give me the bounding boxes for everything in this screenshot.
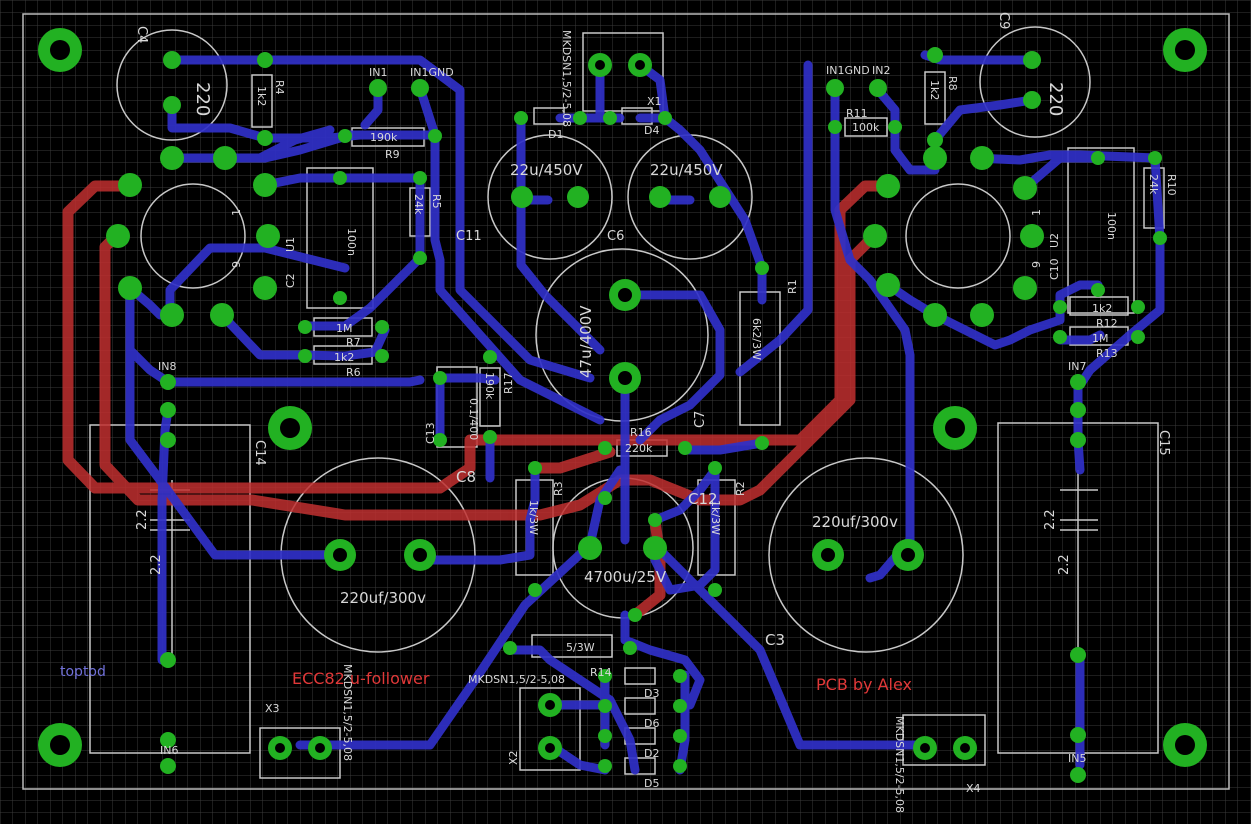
label-in8: IN8 — [158, 360, 176, 373]
label-r1-value: 6k2/3W — [750, 318, 763, 360]
label-c12: C12 — [688, 490, 718, 508]
label-r13: R13 — [1096, 347, 1118, 360]
label-c10-value: 100n — [1105, 212, 1118, 240]
label-in6: IN6 — [160, 744, 178, 757]
label-c9: C9 — [996, 12, 1011, 29]
label-c4-value: 220 — [192, 82, 213, 116]
label-r9: R9 — [385, 148, 400, 161]
label-c7-value: 47u/400V — [577, 305, 595, 378]
label-c2: C2 — [284, 273, 297, 288]
label-c3-value: 220uf/300v — [812, 513, 898, 531]
label-r13-value: 1M — [1092, 332, 1109, 345]
label-x1-part: MKDSN1,5/2-5,08 — [560, 30, 573, 127]
silkscreen-labels: C4 C9 220 220 IN1 IN1GND IN1GND IN2 1k2 … — [60, 12, 1178, 813]
label-r17-value: 190k — [483, 372, 496, 400]
label-r10: R10 — [1165, 174, 1178, 196]
label-in2: IN2 — [872, 64, 890, 77]
label-r9-value: 190k — [370, 131, 398, 144]
label-r16: R16 — [630, 426, 652, 439]
label-d1: D1 — [548, 128, 563, 141]
label-in7: IN7 — [1068, 360, 1086, 373]
label-in5: IN5 — [1068, 752, 1086, 765]
label-d6: D6 — [644, 717, 659, 730]
label-x3-part: MKDSN1,5/2-5,08 — [341, 664, 354, 761]
label-c15-value-2: 2.2 — [1057, 554, 1072, 575]
label-c2-value: 100n — [345, 228, 358, 256]
label-pin1-right: 1 — [1030, 209, 1043, 216]
label-c14-value-1: 2.2 — [135, 509, 150, 530]
label-x1: X1 — [647, 95, 662, 108]
label-in1: IN1 — [369, 66, 387, 79]
label-r8-value: 1k2 — [928, 80, 941, 100]
label-c14-value-2: 2.2 — [149, 554, 164, 575]
label-r4: R4 — [273, 80, 286, 95]
label-r5: R5 — [430, 194, 443, 209]
label-d2: D2 — [644, 747, 659, 760]
label-r7-value: 1M — [336, 322, 353, 335]
label-r2-value: 1k/3W — [709, 500, 722, 535]
label-c13: C13 — [424, 422, 437, 444]
label-r14-value: 5/3W — [566, 641, 595, 654]
label-r8: R8 — [946, 76, 959, 91]
label-c7: C7 — [693, 411, 708, 428]
label-r12: R12 — [1096, 317, 1118, 330]
label-d3: D3 — [644, 687, 659, 700]
label-r17: R17 — [502, 372, 515, 394]
label-r1: R1 — [786, 279, 799, 294]
label-c14: C14 — [252, 440, 267, 466]
board-credit: PCB by Alex — [816, 675, 912, 694]
label-r5-value: 24k — [412, 194, 425, 215]
label-c6: C6 — [607, 229, 624, 244]
label-x4-part: MKDSN1,5/2-5,08 — [893, 716, 906, 813]
label-c11-value: 22u/450V — [510, 161, 583, 179]
board-outline — [22, 13, 1230, 790]
label-r16-value: 220k — [625, 442, 653, 455]
label-r14: R14 — [590, 666, 612, 679]
board-title: ECC82 u-follower — [292, 669, 430, 688]
label-c15-value-1: 2.2 — [1043, 509, 1058, 530]
mounting-holes — [38, 28, 1207, 767]
label-c3: C3 — [765, 631, 785, 649]
component-pads — [106, 47, 1167, 783]
label-u2: U2 — [1048, 233, 1061, 248]
label-c4: C4 — [134, 26, 149, 43]
label-c12-value: 4700u/25V — [584, 568, 667, 586]
label-r6: R6 — [346, 366, 361, 379]
label-d5: D5 — [644, 777, 659, 790]
label-r11-value: 100k — [852, 121, 880, 134]
label-c11: C11 — [456, 229, 482, 244]
label-r3: R3 — [552, 481, 565, 496]
label-x2-part: MKDSN1,5/2-5,08 — [468, 673, 565, 686]
label-r12-value: 1k2 — [1092, 302, 1112, 315]
label-in1gnd-left: IN1GND — [410, 66, 454, 79]
label-c8: C8 — [456, 468, 476, 486]
label-r7: R7 — [346, 336, 361, 349]
label-r11: R11 — [846, 107, 868, 120]
label-pin9-right: 9 — [1030, 261, 1043, 268]
label-r2: R2 — [734, 481, 747, 496]
label-pin1-left: 1 — [230, 209, 243, 216]
label-x4: X4 — [966, 782, 981, 795]
label-c15: C15 — [1156, 430, 1171, 456]
label-x3: X3 — [265, 702, 280, 715]
label-d4: D4 — [644, 124, 659, 137]
toptod-label: toptod — [60, 664, 106, 680]
label-c10: C10 — [1048, 258, 1061, 280]
label-pin9-left: 9 — [230, 261, 243, 268]
label-r4-value: 1k2 — [255, 86, 268, 106]
label-c6-value: 22u/450V — [650, 161, 723, 179]
label-r6-value: 1k2 — [334, 351, 354, 364]
label-r3-value: 1k/3W — [527, 500, 540, 535]
label-in1gnd-right: IN1GND — [826, 64, 870, 77]
label-u1: U1 — [284, 237, 297, 252]
label-c9-value: 220 — [1045, 82, 1066, 116]
label-c8-value: 220uf/300v — [340, 589, 426, 607]
label-x2: X2 — [507, 750, 520, 765]
label-r10-value: 24k — [1147, 174, 1160, 195]
label-c13-value: 0.1/400 — [467, 398, 480, 440]
